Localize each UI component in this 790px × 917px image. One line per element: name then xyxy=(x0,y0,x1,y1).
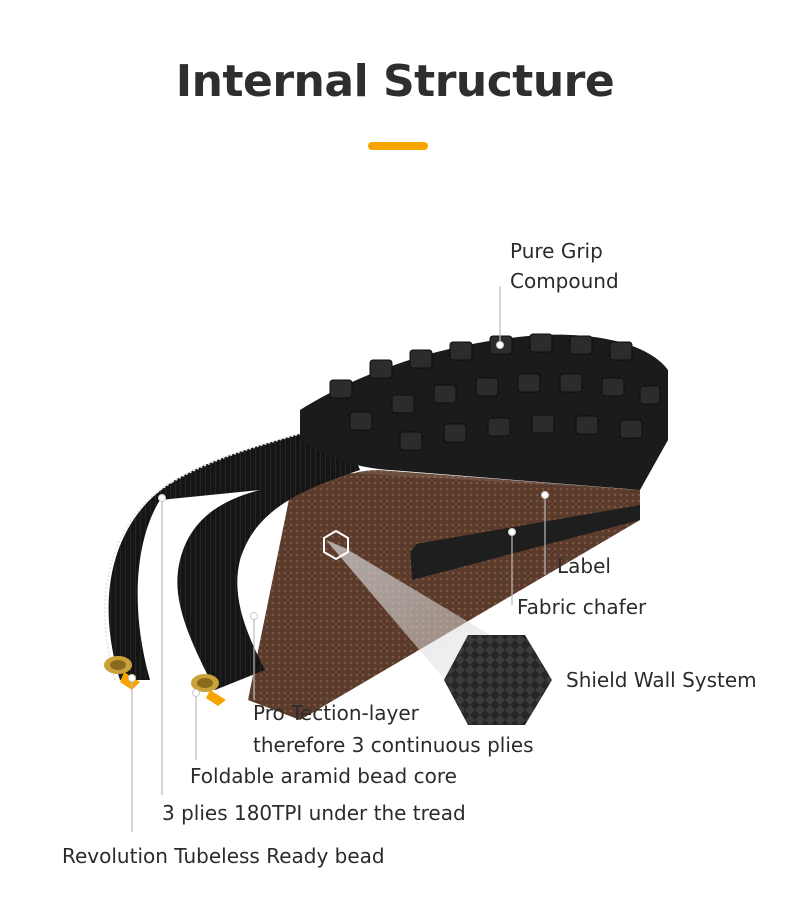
label-pro-tection-layer: Pro Tection-layer therefore 3 continuous… xyxy=(253,701,534,757)
leader-lines xyxy=(131,286,546,832)
label-pure-grip-compound: Pure Grip Compound xyxy=(510,239,619,293)
label-plies: 3 plies 180TPI under the tread xyxy=(162,801,466,825)
tire-sidewall xyxy=(248,470,640,720)
tire-casing-cross-section xyxy=(104,419,360,690)
zoom-source-hexagon xyxy=(323,529,349,561)
label-label: Label xyxy=(557,554,611,578)
title-accent-bar xyxy=(368,142,428,150)
shield-wall-hexagon xyxy=(444,635,552,725)
label-fabric-chafer: Fabric chafer xyxy=(517,595,647,619)
label-shield-wall-system: Shield Wall System xyxy=(566,668,757,692)
page-title: Internal Structure xyxy=(175,56,615,107)
label-tubeless-bead: Revolution Tubeless Ready bead xyxy=(62,844,385,868)
label-bead-core: Foldable aramid bead core xyxy=(190,764,457,788)
leader-dots xyxy=(128,341,549,697)
tire-tread xyxy=(300,333,668,490)
